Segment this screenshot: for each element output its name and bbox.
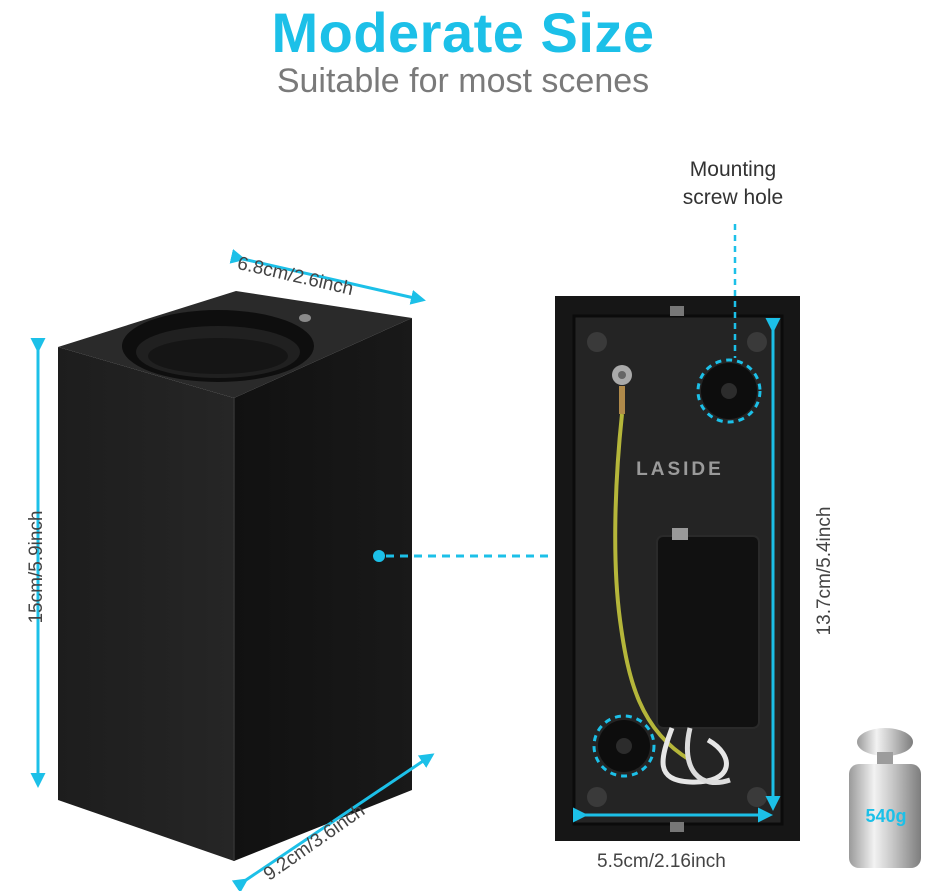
mounting-callout-line1: Mounting [689, 158, 777, 181]
width-arrow [231, 753, 435, 891]
page-title: Moderate Size [271, 1, 655, 64]
page-subtitle: Suitable for most scenes [276, 62, 650, 100]
driver-box [656, 535, 760, 729]
top-screw-icon [299, 314, 311, 322]
brand-label: LASIDE [636, 459, 724, 480]
back-panel-view [555, 296, 800, 841]
inner-width-label: 5.5cm/2.16inch [597, 851, 726, 872]
white-wire [660, 727, 729, 785]
ground-wire [613, 413, 692, 762]
depth-arrow [229, 249, 426, 305]
height-label: 15cm/5.9inch [26, 510, 47, 624]
connector-dot [373, 550, 385, 562]
mounting-hole-top [696, 358, 762, 424]
mounting-callout: Mounting screw hole [648, 156, 818, 212]
mounting-callout-line2: screw hole [682, 186, 784, 209]
lamp-3d-view [58, 291, 412, 861]
weight-label: 540g [865, 806, 907, 826]
mounting-hole-bottom [592, 714, 656, 778]
weight-icon [849, 728, 921, 868]
inner-height-label: 13.7cm/5.4inch [814, 506, 835, 636]
dimension-arrows [30, 249, 435, 891]
lamp-front-face [58, 347, 234, 861]
lamp-side-face [234, 318, 412, 861]
